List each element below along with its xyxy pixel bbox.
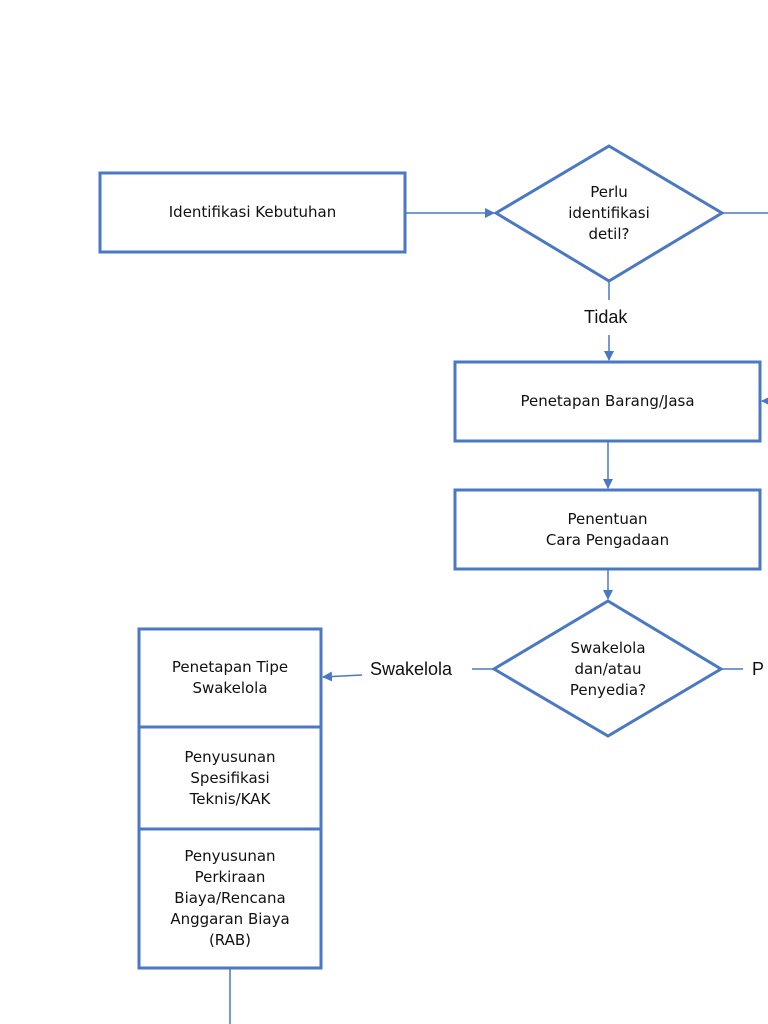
label-penetapan-barang-jasa: Penetapan Barang/Jasa: [520, 392, 695, 410]
edge-label-tidak: Tidak: [584, 307, 628, 327]
edge-label-penyedia-partial: P: [752, 659, 765, 679]
diamond-swakelola-penyedia: [491, 599, 724, 738]
label-swakelola-penyedia: Swakelola dan/atau Penyedia?: [569, 638, 647, 699]
edge-swakelola-to-box: [322, 671, 363, 682]
label-penyusunan-spesifikasi: Penyusunan Spesifikasi Teknis/KAK: [184, 747, 276, 808]
edge-label-swakelola: Swakelola: [370, 659, 453, 679]
label-penentuan-cara-pengadaan: Penentuan Cara Pengadaan: [545, 509, 670, 549]
label-perlu-identifikasi: Perlu identifikasi detil?: [568, 182, 650, 243]
label-penyusunan-rab: Penyusunan Perkiraan Biaya/Rencana Angga…: [170, 847, 290, 949]
label-identifikasi-kebutuhan: Identifikasi Kebutuhan: [168, 203, 337, 221]
label-penetapan-tipe-swakelola: Penetapan Tipe Swakelola: [171, 658, 289, 697]
